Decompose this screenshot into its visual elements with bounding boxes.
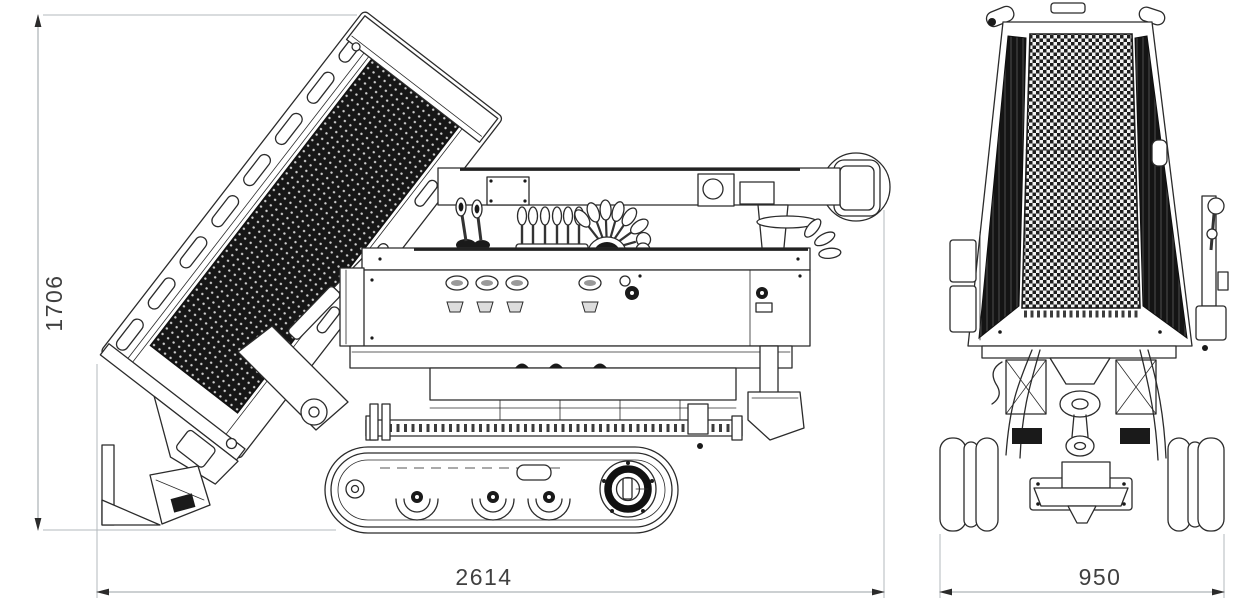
drive-sprocket [599, 460, 657, 518]
front-lever-bank [1195, 195, 1229, 351]
body-caps [445, 275, 602, 291]
length-dimension-label: 2614 [455, 564, 512, 590]
lower-frame [349, 345, 805, 449]
crane-arm [437, 152, 891, 260]
tipping-arm [237, 325, 349, 431]
side-panel-left [978, 35, 1027, 340]
lever-knobs [516, 206, 585, 226]
machine-body [339, 247, 811, 347]
dimension-length: 2614 [96, 210, 885, 598]
width-dimension-label: 950 [1079, 564, 1122, 590]
crawler-track [324, 446, 679, 534]
road-wheels [395, 491, 571, 521]
side-view [99, 11, 891, 534]
dimension-width: 950 [939, 534, 1225, 598]
grab-handles [804, 218, 842, 260]
side-panel-right [1134, 35, 1188, 340]
tailgate-spout [101, 444, 211, 526]
front-chassis [949, 231, 1177, 524]
dimension-height: 1706 [34, 14, 357, 531]
front-mesh-panel [1021, 33, 1141, 309]
rear-foot [747, 391, 805, 441]
dump-bed [99, 11, 503, 485]
height-dimension-label: 1706 [41, 274, 67, 331]
front-view [939, 2, 1229, 532]
front-track-right [1167, 437, 1225, 532]
body-tabs [446, 301, 599, 313]
front-track-left [939, 437, 999, 532]
